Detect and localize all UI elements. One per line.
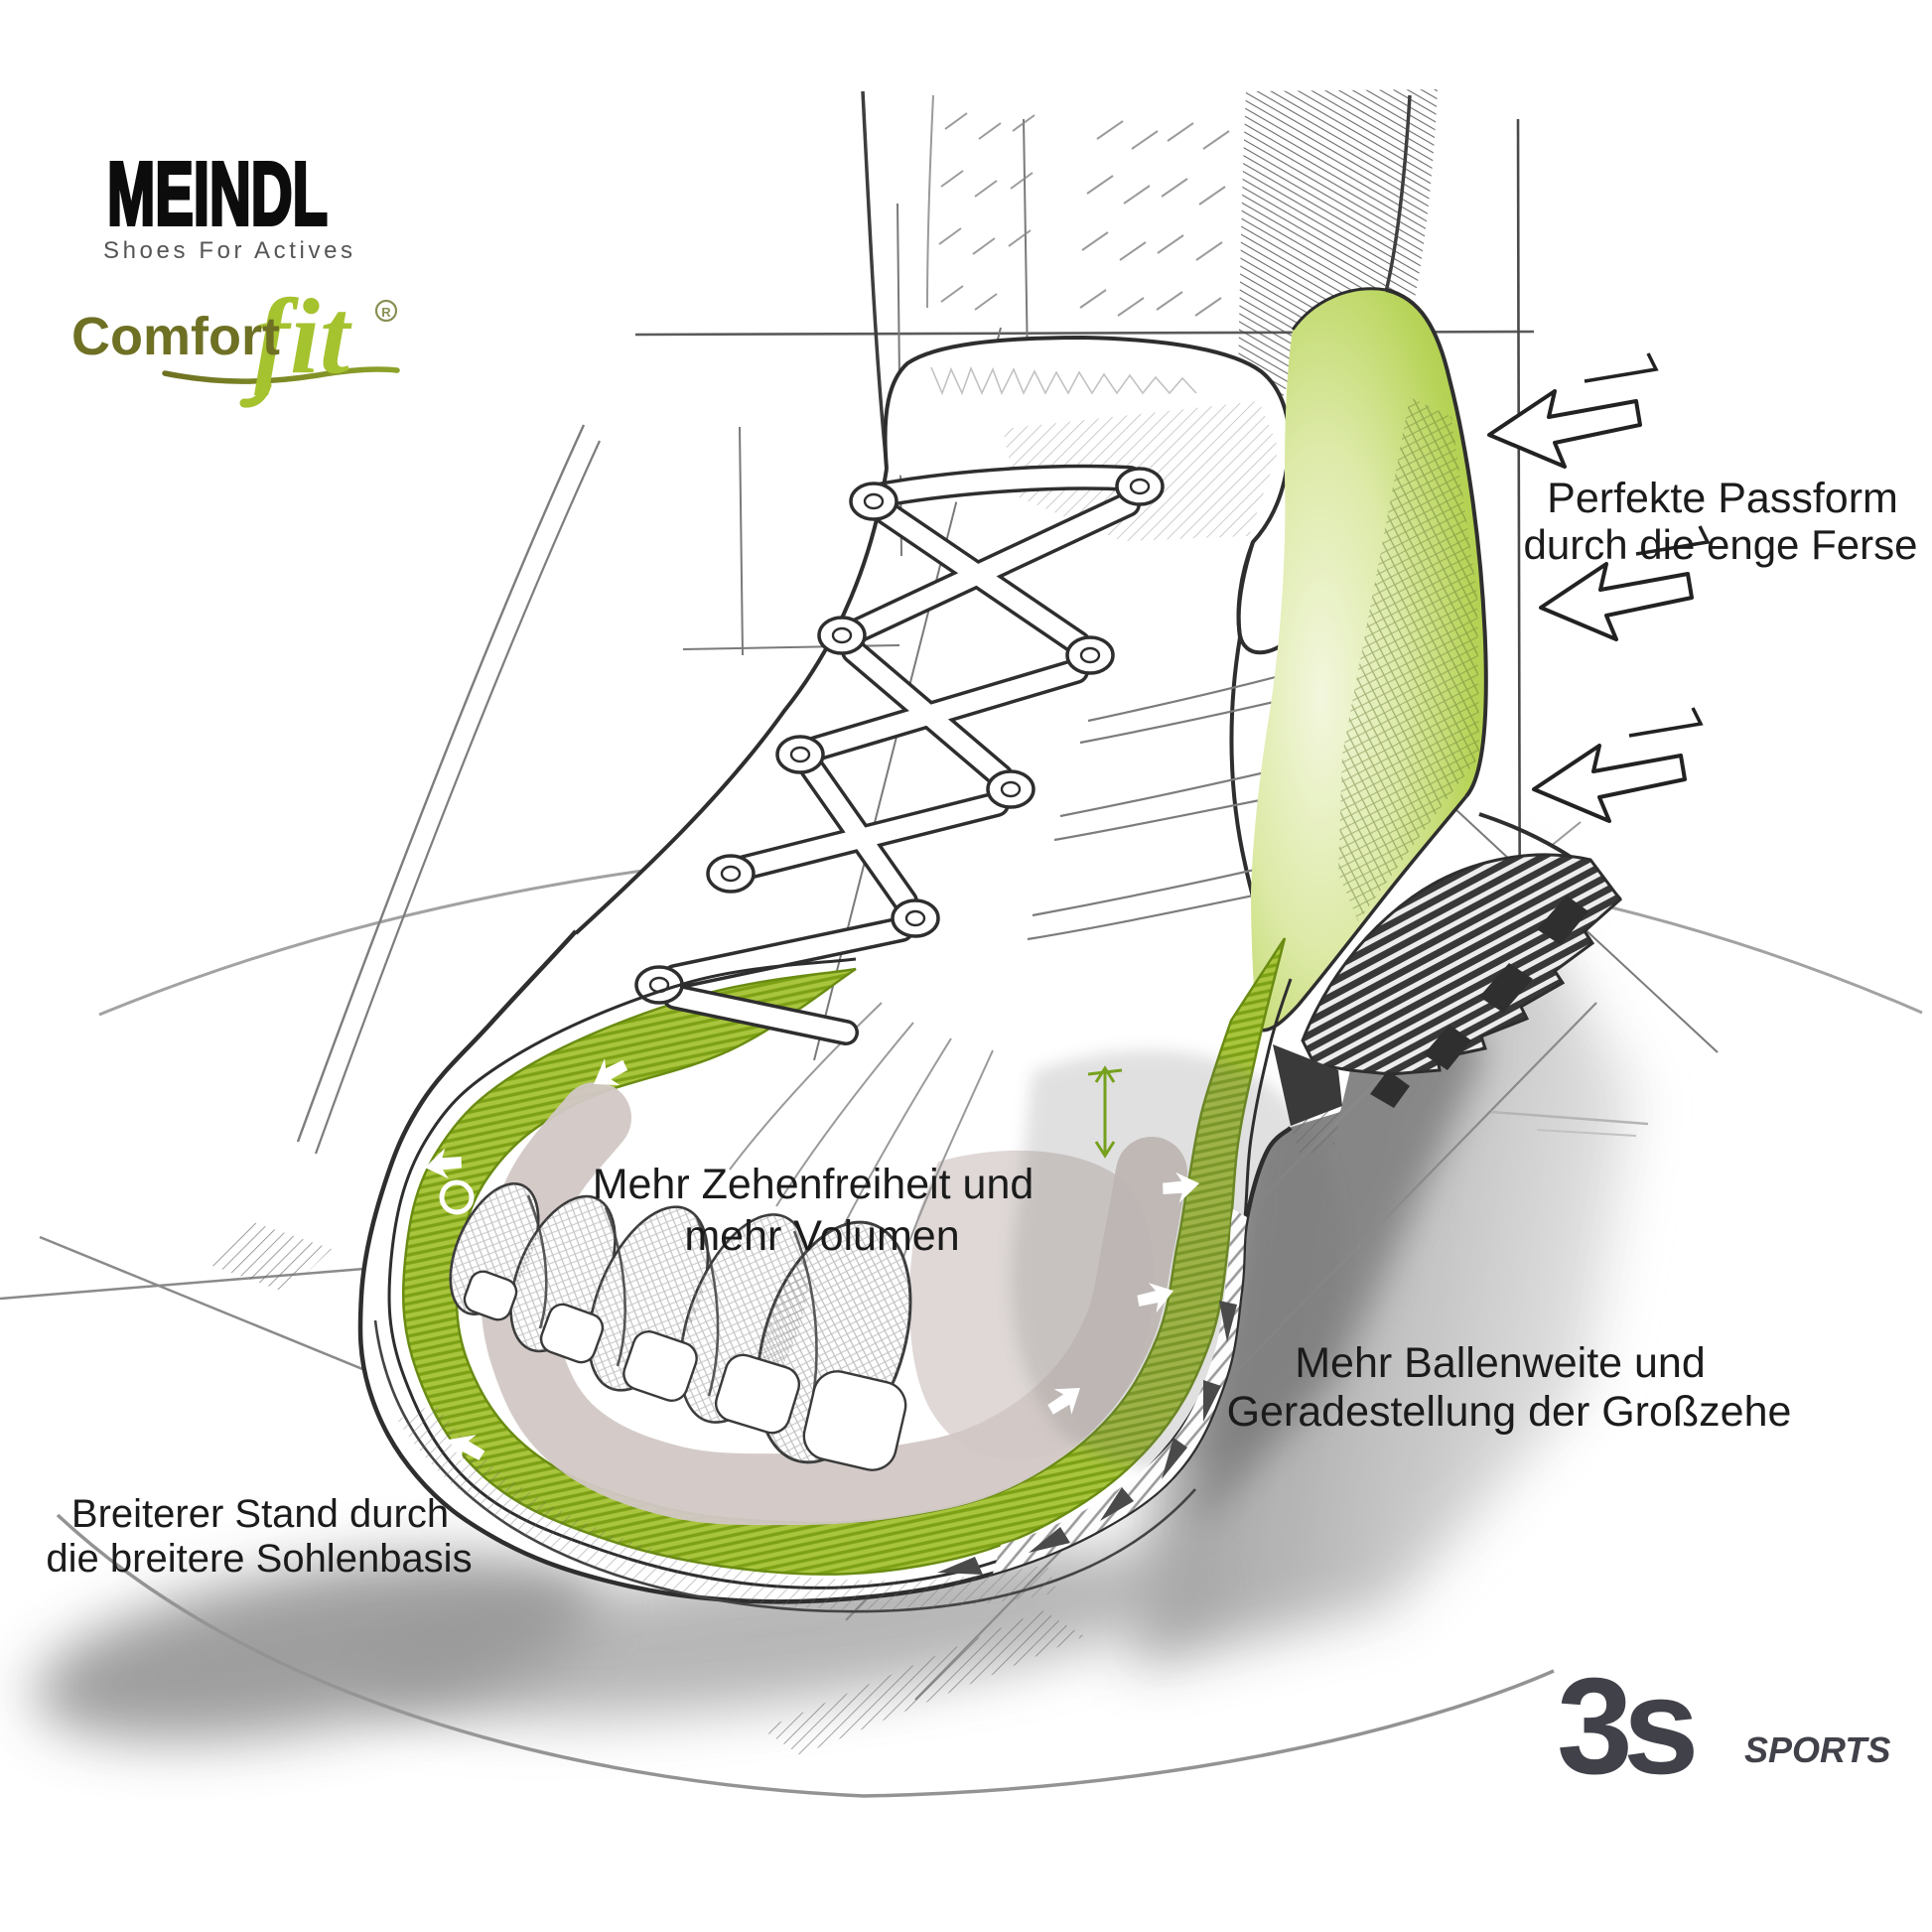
svg-text:fit: fit <box>254 278 352 396</box>
svg-text:Comfort: Comfort <box>71 307 280 366</box>
svg-text:MEINDL: MEINDL <box>107 145 328 244</box>
svg-text:SPORTS: SPORTS <box>1744 1729 1890 1770</box>
svg-text:Geradestellung der Großzehe: Geradestellung der Großzehe <box>1227 1388 1792 1436</box>
svg-text:R: R <box>381 305 391 320</box>
svg-text:Breiterer Stand durch: Breiterer Stand durch <box>71 1492 449 1536</box>
svg-text:Mehr Ballenweite und: Mehr Ballenweite und <box>1295 1339 1706 1387</box>
svg-text:die breitere Sohlenbasis: die breitere Sohlenbasis <box>46 1537 472 1581</box>
svg-text:3s: 3s <box>1557 1650 1695 1803</box>
svg-text:durch die enge Ferse: durch die enge Ferse <box>1524 521 1918 568</box>
svg-text:Perfekte Passform: Perfekte Passform <box>1547 475 1898 522</box>
svg-text:Shoes For Actives: Shoes For Actives <box>103 237 356 264</box>
svg-text:mehr Volumen: mehr Volumen <box>684 1212 959 1260</box>
svg-text:Mehr Zehenfreiheit und: Mehr Zehenfreiheit und <box>593 1161 1035 1208</box>
